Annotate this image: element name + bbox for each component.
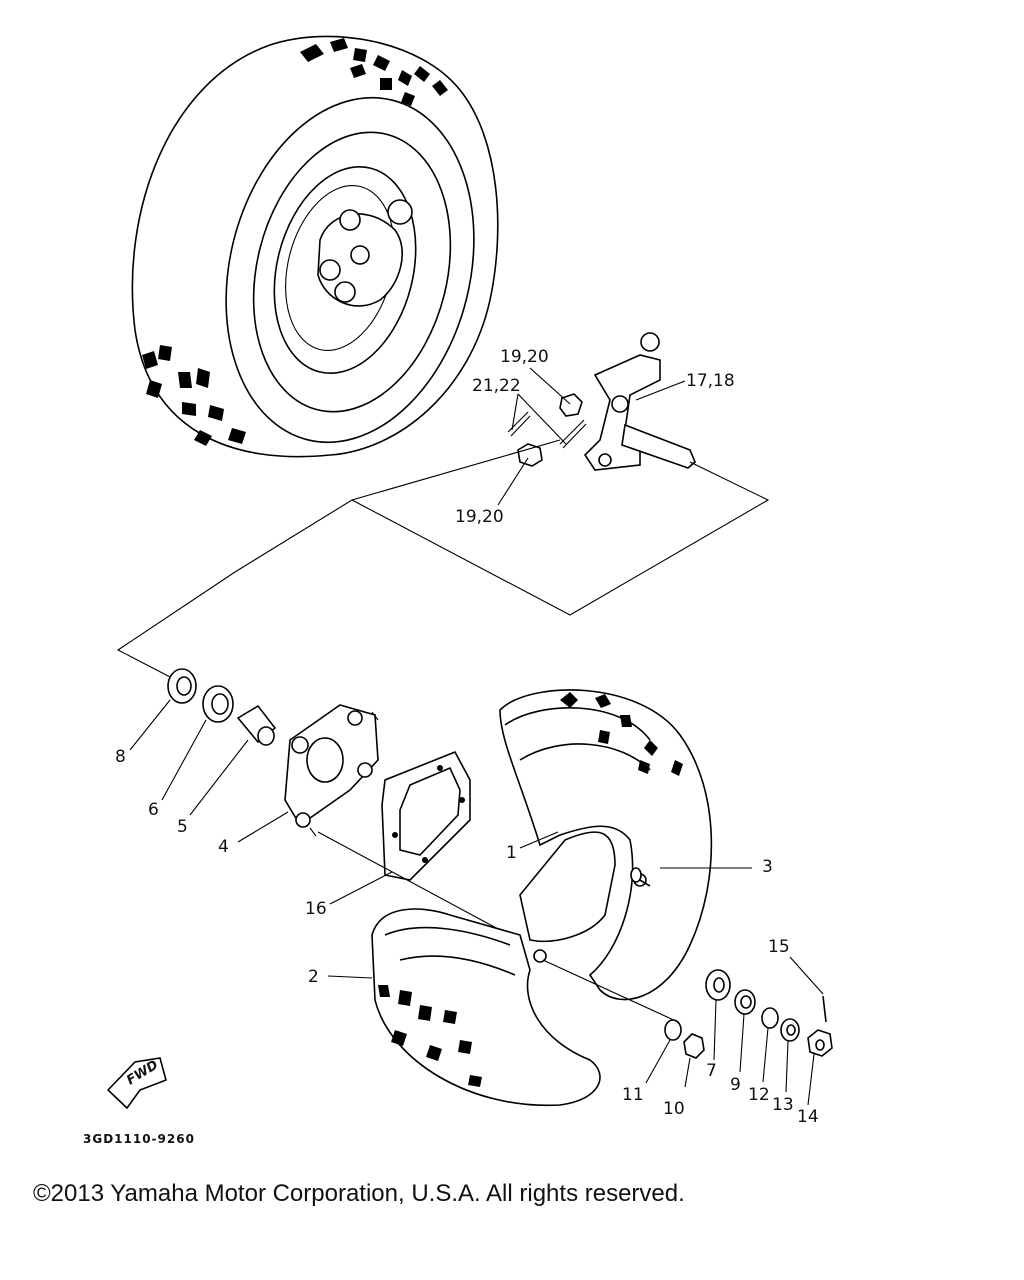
washer-11 bbox=[664, 1019, 682, 1041]
nut-14 bbox=[807, 1029, 833, 1057]
washer-13 bbox=[780, 1018, 800, 1042]
oil-seal-8 bbox=[167, 668, 197, 704]
callout-6: 6 bbox=[148, 800, 159, 820]
callout-19-20-top: 19,20 bbox=[500, 347, 549, 367]
bearing-6 bbox=[202, 685, 234, 723]
leader-lines-top bbox=[116, 367, 770, 679]
washer-9 bbox=[734, 989, 756, 1015]
callout-8: 8 bbox=[115, 747, 126, 767]
callout-13: 13 bbox=[772, 1095, 794, 1115]
callout-14: 14 bbox=[797, 1107, 819, 1127]
bolt-3 bbox=[630, 867, 651, 887]
callout-1: 1 bbox=[506, 843, 517, 863]
callout-17-18: 17,18 bbox=[686, 371, 735, 391]
callout-4: 4 bbox=[218, 837, 229, 857]
cotter-pins-and-nuts bbox=[507, 393, 587, 467]
callout-3: 3 bbox=[762, 857, 773, 877]
gasket-16 bbox=[381, 750, 471, 881]
rim-half-2 bbox=[371, 908, 601, 1107]
bearing-7 bbox=[705, 969, 731, 1001]
callout-labels: 19,20 21,22 17,18 19,20 8 6 5 4 1 3 16 2… bbox=[115, 347, 819, 1127]
copyright-notice: ©2013 Yamaha Motor Corporation, U.S.A. A… bbox=[33, 1180, 685, 1207]
callout-9: 9 bbox=[730, 1075, 741, 1095]
cotter-pin-15 bbox=[822, 995, 827, 1023]
callout-5: 5 bbox=[177, 817, 188, 837]
rim-half-1 bbox=[499, 689, 713, 1001]
callout-10: 10 bbox=[663, 1099, 685, 1119]
callout-15: 15 bbox=[768, 937, 790, 957]
callout-21-22: 21,22 bbox=[472, 376, 521, 396]
callout-2: 2 bbox=[308, 967, 319, 987]
spacer-5 bbox=[236, 704, 277, 746]
steering-knuckle bbox=[583, 332, 696, 471]
leader-lines-bottom bbox=[129, 699, 824, 1106]
assembled-wheel bbox=[131, 35, 499, 458]
callout-12: 12 bbox=[748, 1085, 770, 1105]
callout-11: 11 bbox=[622, 1085, 644, 1105]
washer-12 bbox=[761, 1007, 779, 1029]
nut-10 bbox=[683, 1033, 705, 1059]
callout-7: 7 bbox=[706, 1061, 717, 1081]
callout-19-20-bottom: 19,20 bbox=[455, 507, 504, 527]
hub-4 bbox=[284, 704, 379, 837]
diagram-code: 3GD1110-9260 bbox=[83, 1132, 195, 1146]
forward-arrow-icon: FWD bbox=[106, 1057, 167, 1110]
callout-16: 16 bbox=[305, 899, 327, 919]
